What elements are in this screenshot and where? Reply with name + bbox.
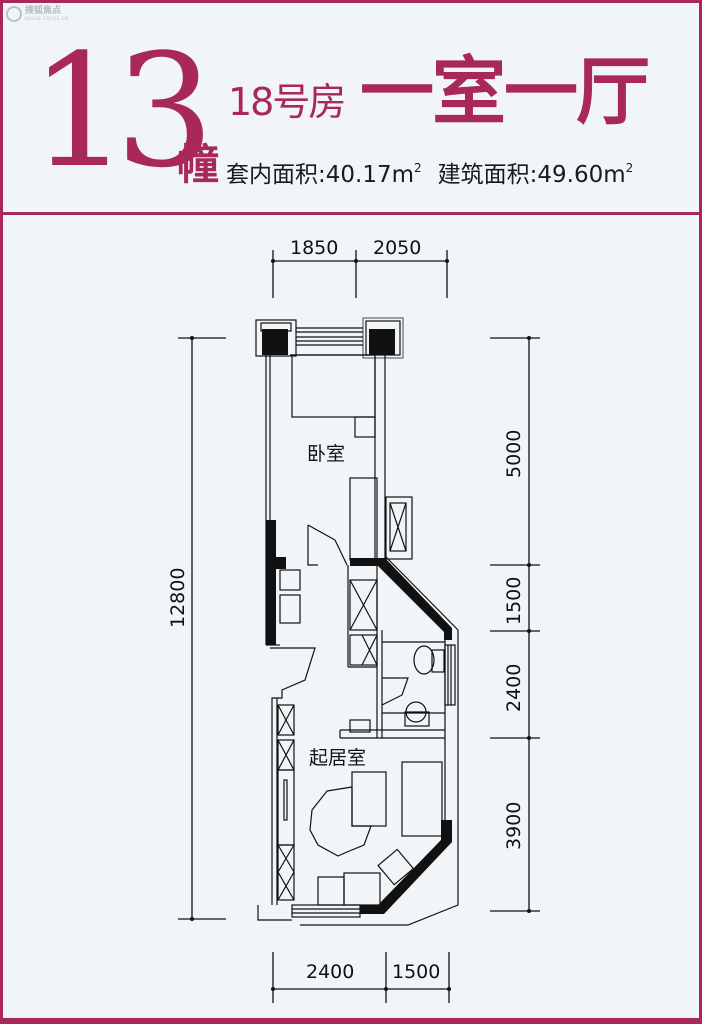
solid-walls bbox=[262, 329, 452, 914]
building-unit: 幢 bbox=[177, 140, 220, 189]
header-divider bbox=[0, 212, 702, 215]
room-label-bedroom: 卧室 bbox=[307, 443, 345, 465]
inner-area-value: 40.17m bbox=[325, 162, 414, 188]
walls bbox=[255, 317, 459, 926]
dim-right-1: 5000 bbox=[503, 430, 525, 478]
logo-subtext: HOUSE.FOCUS.CN bbox=[25, 16, 69, 21]
dim-right-3: 2400 bbox=[503, 664, 525, 712]
building-number: 13 bbox=[30, 20, 214, 202]
building-area-label: 建筑面积: bbox=[437, 162, 538, 188]
logo-icon bbox=[6, 6, 22, 22]
dim-bottom-1: 2400 bbox=[306, 961, 354, 983]
dim-left-total: 12800 bbox=[167, 568, 189, 628]
dim-right-2: 1500 bbox=[503, 577, 525, 625]
inner-area-label: 套内面积: bbox=[226, 162, 326, 188]
right-dimension-lines bbox=[490, 337, 540, 912]
room-label-living: 起居室 bbox=[309, 747, 366, 769]
dim-bottom-2: 1500 bbox=[392, 961, 440, 983]
layout-type: 一室一厅 bbox=[360, 49, 650, 135]
dim-top-2: 2050 bbox=[373, 237, 421, 259]
dim-top-1: 1850 bbox=[290, 237, 338, 259]
logo-text: 搜狐焦点 bbox=[25, 6, 62, 16]
left-dimension-lines bbox=[178, 337, 226, 920]
building-area-value: 49.60m bbox=[537, 162, 626, 188]
dim-right-4: 3900 bbox=[503, 802, 525, 850]
watermark-logo: 搜狐焦点 HOUSE.FOCUS.CN bbox=[6, 6, 68, 22]
room-number: 18号房 bbox=[228, 80, 346, 124]
top-dimension-lines bbox=[272, 250, 448, 298]
inner-area-unit-sup: 2 bbox=[414, 161, 422, 175]
bottom-dimension-lines bbox=[272, 952, 450, 1003]
building-area-unit-sup: 2 bbox=[625, 161, 634, 175]
